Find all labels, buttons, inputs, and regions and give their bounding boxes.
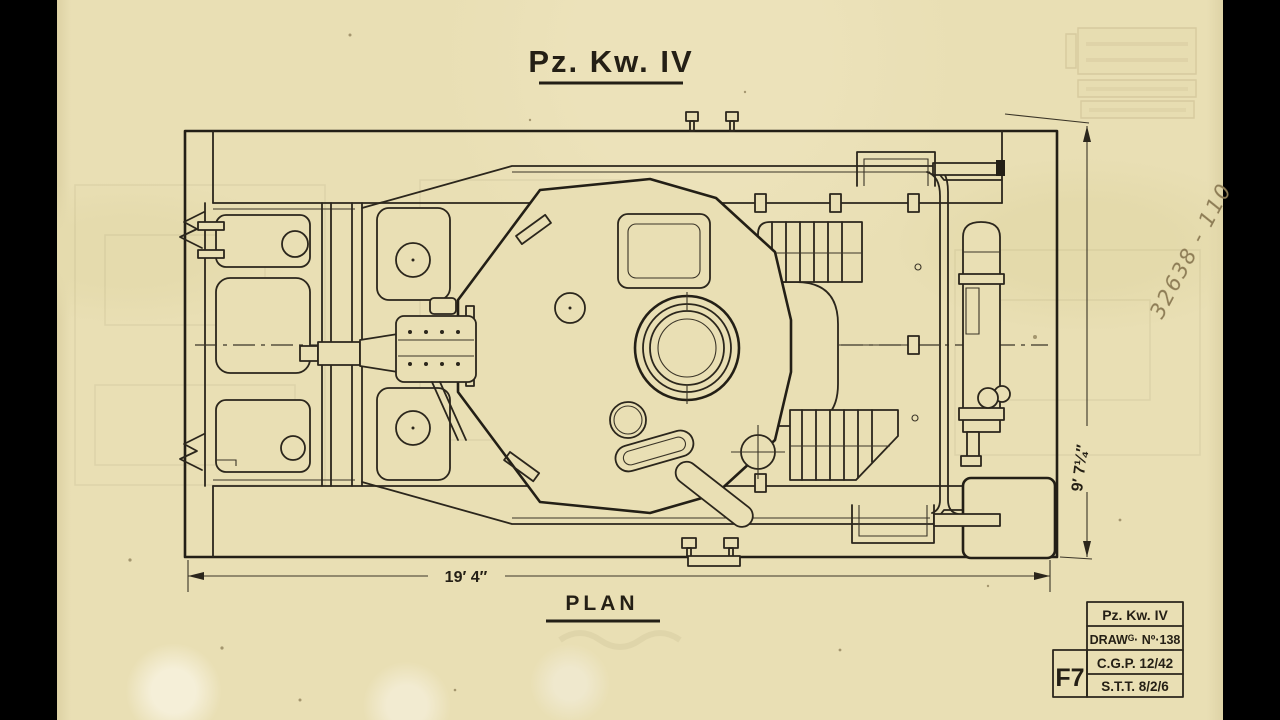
antenna-trough	[671, 457, 757, 531]
front-panel	[216, 278, 310, 373]
louver-bank-upper	[758, 222, 862, 282]
gun-assembly	[300, 298, 476, 440]
tow-hook-upper	[180, 212, 204, 248]
louver-bank-lower	[790, 410, 898, 480]
ventilator	[555, 293, 585, 323]
radio-operator-hatch	[377, 388, 450, 480]
title-block-row-3: C.G.P. 12/42	[1097, 656, 1173, 671]
title-block-row-4: S.T.T. 8/2/6	[1101, 679, 1169, 694]
front-hatch-lower	[216, 400, 310, 472]
turret-port	[610, 402, 646, 438]
driver-hatch	[377, 208, 450, 300]
gun-mantlet	[396, 316, 476, 382]
dimension-width: 9′ 7¼″	[1005, 114, 1092, 559]
stowage-plate	[612, 427, 696, 474]
drawing-title: Pz. Kw. IV	[528, 44, 693, 79]
bleedthrough-ghost-title-block	[1066, 28, 1196, 118]
vision-slit	[504, 452, 539, 481]
deck-tab	[908, 194, 919, 212]
deck-tab	[755, 194, 766, 212]
width-dimension-text: 9′ 7¼″	[1069, 443, 1092, 492]
title-block-row-2: DRAWᴳ· Nº·138	[1090, 633, 1181, 647]
gun-barrel	[318, 342, 360, 365]
tank-plan-drawing	[180, 112, 1057, 566]
commander-cupola	[635, 292, 739, 404]
exhaust-pipe	[927, 166, 958, 514]
track-brackets	[682, 112, 1005, 566]
roof-hatches	[377, 208, 450, 480]
turret-roof-hatch	[618, 214, 710, 288]
deck-tab	[908, 336, 919, 354]
periscope-circle	[731, 425, 785, 479]
vision-slit	[516, 215, 551, 244]
deck-tab	[830, 194, 841, 212]
tow-hook-lower	[180, 434, 204, 470]
length-dimension-text: 19′ 4″	[445, 569, 488, 586]
mantlet-brace	[432, 382, 466, 440]
mantlet-rivets	[408, 330, 460, 366]
deck-tab	[755, 474, 766, 492]
gun-muzzle	[300, 346, 318, 361]
grid-ref-box	[1053, 650, 1087, 697]
mantlet-bracket	[430, 298, 456, 314]
plan-label: PLAN	[565, 592, 638, 615]
title-block-row-1: Pz. Kw. IV	[1102, 607, 1168, 623]
turret	[458, 179, 791, 531]
gun-barrel-taper	[360, 334, 398, 372]
front-hatch-upper	[216, 215, 310, 267]
dimension-length: 19′ 4″	[188, 560, 1050, 592]
muffler	[959, 222, 1010, 466]
title-block: Pz. Kw. IV DRAWᴳ· Nº·138 C.G.P. 12/42 S.…	[1053, 602, 1183, 697]
grid-ref-text: F7	[1055, 664, 1084, 692]
